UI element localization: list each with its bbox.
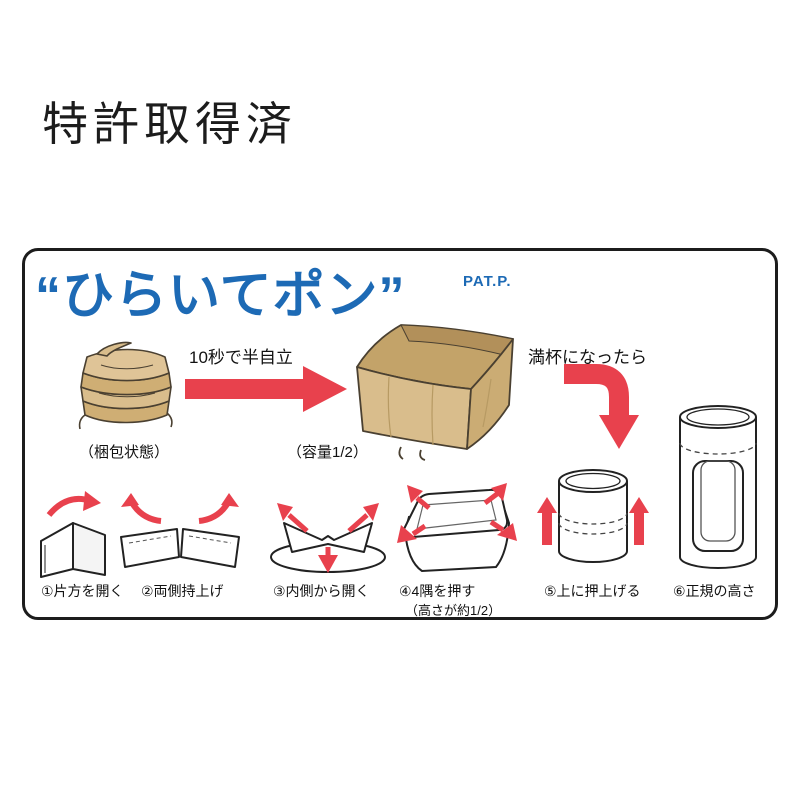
red-up-arrow-left: [537, 497, 557, 545]
step3-illustration: [270, 503, 386, 573]
packed-state-label: （梱包状態）: [79, 444, 170, 461]
folded-sheet-shape: [40, 522, 106, 578]
red-down-curve-arrow-icon: [564, 364, 639, 449]
inner-liner-slot-line: [700, 460, 736, 542]
inner-rim-line: [416, 499, 497, 530]
step1-label: ①片方を開く: [41, 583, 124, 599]
packed-bag-illustration: [78, 341, 173, 430]
corner-arrow-head-br: [497, 523, 517, 541]
curve-arrow-head: [599, 415, 639, 449]
flat-sheet-shape: [120, 528, 240, 568]
arrow-head-up-left: [277, 503, 293, 521]
red-corner-arrows: [411, 492, 505, 537]
arrow-head-up-right: [363, 503, 379, 521]
bowtie-opening-shape: [283, 522, 373, 553]
fold-dashed-lines: [558, 512, 628, 535]
half-open-bag-illustration: [356, 324, 514, 461]
fold-crease-lines: [128, 535, 232, 544]
red-lift-arrow-head-right: [221, 493, 239, 507]
product-name-title: “ひらいてポン”: [35, 267, 406, 325]
patent-pending-label: PAT.P.: [463, 273, 512, 290]
curve-arrow-shaft: [564, 364, 629, 417]
right-arrow-shape: [185, 366, 347, 412]
tall-cylinder-inner-rim-line: [686, 408, 750, 426]
step1-illustration: [40, 491, 106, 578]
step4-sublabel: （高さが約1/2）: [405, 603, 502, 618]
tall-cylinder-body-shape: [679, 417, 757, 569]
red-up-arrow-right: [629, 497, 649, 545]
red-lift-arrow-head-left: [121, 493, 139, 507]
cylinder-body-shape: [558, 481, 628, 563]
corner-arrow-head-bl: [397, 525, 417, 543]
step2-label: ②両側持上げ: [141, 583, 224, 599]
step4-label: ④4隅を押す: [399, 583, 476, 599]
tall-cylinder-dashed-line: [679, 442, 757, 455]
step6-illustration: [679, 405, 757, 569]
full-label: 満杯になったら: [528, 348, 647, 367]
step6-label: ⑥正規の高さ: [673, 583, 756, 599]
corner-arrow-head-tr: [491, 483, 507, 501]
step4-illustration: [397, 483, 517, 573]
red-open-arrow-head: [83, 491, 101, 511]
corner-arrow-head-tl: [407, 485, 423, 503]
step5-illustration: [537, 469, 649, 563]
tall-cylinder-rim-shape: [679, 405, 757, 429]
step2-illustration: [120, 493, 240, 568]
red-right-arrow-icon: [185, 366, 347, 412]
arrow-head-down: [318, 555, 338, 573]
step5-label: ⑤上に押上げる: [544, 583, 641, 599]
instruction-panel: “ひらいてポン” PAT.P. （梱包状態） 10秒で半自立: [22, 248, 778, 620]
red-lift-arrows: [128, 499, 232, 524]
duration-label: 10秒で半自立: [189, 348, 293, 367]
patent-acquired-label: 特許取得済: [42, 98, 297, 150]
capacity-label: （容量1/2）: [287, 444, 368, 461]
step3-label: ③内側から開く: [273, 583, 370, 599]
cylinder-inner-rim-line: [565, 472, 621, 490]
